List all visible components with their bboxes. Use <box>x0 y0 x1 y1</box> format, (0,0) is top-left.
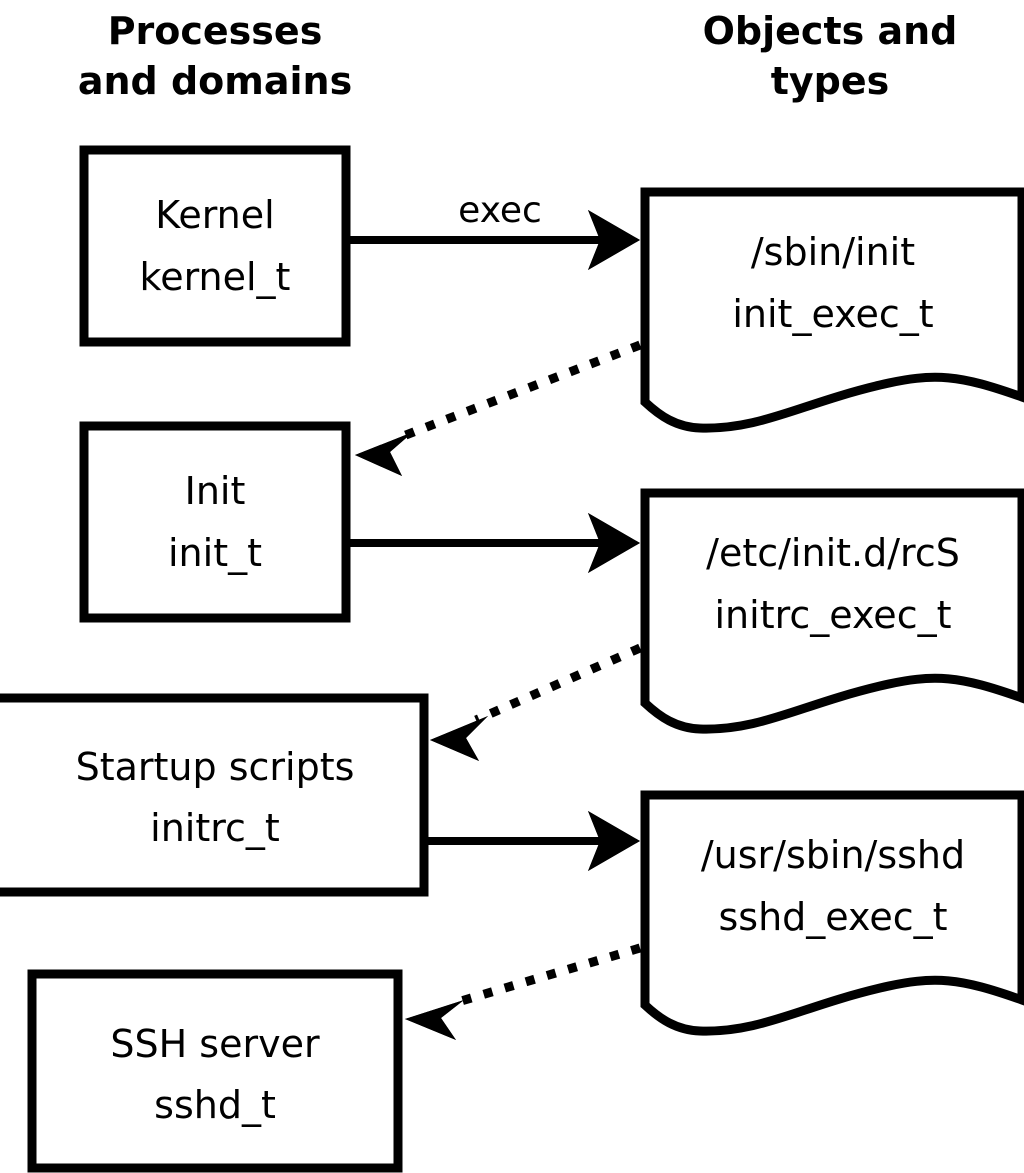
edge-label-exec: exec <box>458 190 542 231</box>
process-node-startup-scripts[interactable]: Startup scripts initrc_t <box>0 693 429 897</box>
edge-line <box>474 643 642 725</box>
node-box[interactable] <box>27 969 403 1173</box>
process-node-kernel[interactable]: Kernel kernel_t <box>79 145 351 347</box>
node-type-label: sshd_exec_t <box>718 895 947 939</box>
edge-init-exec-transition-init <box>355 340 642 476</box>
node-name-label: Kernel <box>155 193 274 237</box>
arrow-head-to-sshd-overlay <box>405 1000 464 1040</box>
process-node-ssh-server[interactable]: SSH server sshd_t <box>27 969 403 1173</box>
node-box[interactable] <box>79 145 351 347</box>
object-node-sshd-exec[interactable]: /usr/sbin/sshd sshd_exec_t <box>640 790 1024 1036</box>
node-path-label: /etc/init.d/rcS <box>706 531 960 575</box>
arrow-head-exec-overlay <box>588 210 640 270</box>
header-right-line2: types <box>771 59 890 103</box>
document-shape[interactable] <box>640 488 1024 734</box>
node-box[interactable] <box>79 421 351 623</box>
document-shape[interactable] <box>640 790 1024 1036</box>
column-header-processes: Processes and domains <box>78 9 352 103</box>
column-header-objects: Objects and types <box>703 9 958 103</box>
header-right-line1: Objects and <box>703 9 958 53</box>
document-shape[interactable] <box>640 187 1024 433</box>
node-type-label: initrc_exec_t <box>715 593 952 637</box>
node-path-label: /sbin/init <box>751 230 915 274</box>
object-node-initrc-exec[interactable]: /etc/init.d/rcS initrc_exec_t <box>640 488 1024 734</box>
node-name-label: SSH server <box>110 1022 320 1066</box>
node-name-label: Init <box>185 469 246 513</box>
node-type-label: init_exec_t <box>732 292 933 336</box>
arrow-head-init-overlay <box>588 513 640 573</box>
object-node-init-exec[interactable]: /sbin/init init_exec_t <box>640 187 1024 433</box>
header-left-line1: Processes <box>108 9 323 53</box>
node-type-label: kernel_t <box>140 255 291 299</box>
process-node-init[interactable]: Init init_t <box>79 421 351 623</box>
arrowhead-overlay-group <box>355 210 640 1040</box>
node-name-label: Startup scripts <box>76 745 355 789</box>
edge-line <box>396 340 642 443</box>
node-type-label: init_t <box>168 531 262 575</box>
node-type-label: sshd_t <box>154 1083 276 1127</box>
node-box[interactable] <box>0 693 429 897</box>
arrow-head-initrc-overlay <box>588 811 640 871</box>
node-type-label: initrc_t <box>150 806 280 850</box>
header-left-line2: and domains <box>78 59 352 103</box>
arrow-head-to-initrc-overlay <box>430 716 488 761</box>
edge-line <box>449 943 642 1009</box>
arrow-head-to-init-overlay <box>355 432 413 476</box>
node-path-label: /usr/sbin/sshd <box>701 833 965 877</box>
